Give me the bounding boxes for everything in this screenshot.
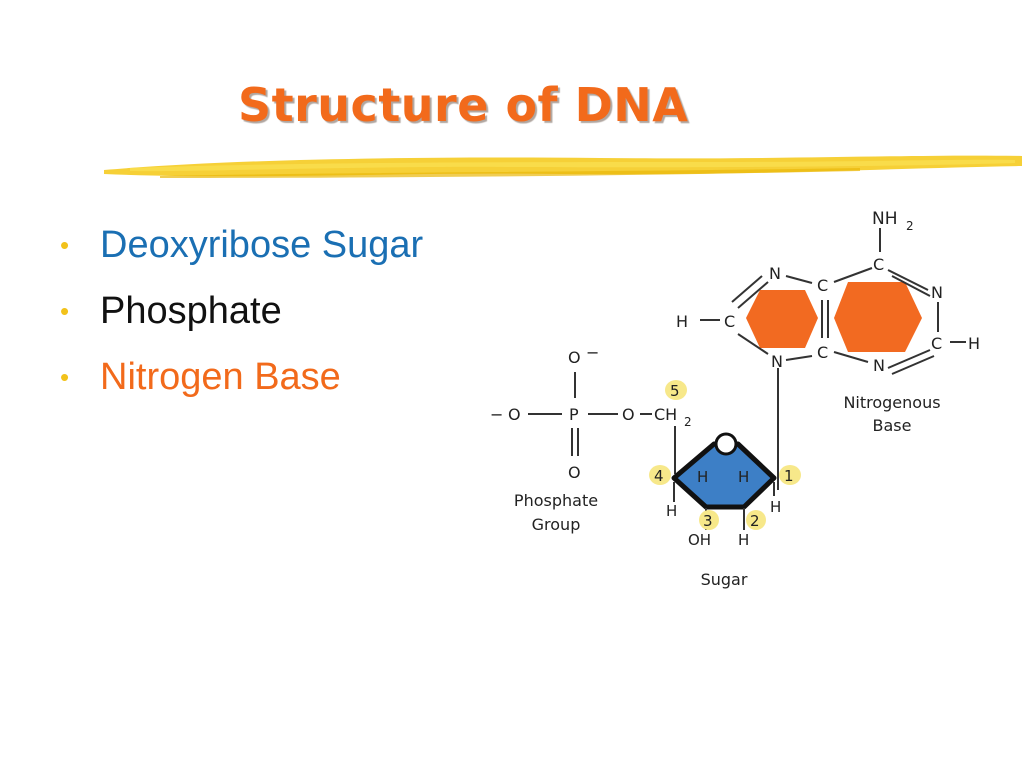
bullet-text: Deoxyribose Sugar (100, 224, 424, 266)
base-c-mid-top: C (817, 276, 828, 295)
base-label-line1: Nitrogenous (843, 393, 940, 412)
carbon-1-highlight (779, 465, 801, 485)
bullet-dot: • (60, 230, 70, 260)
phosphate-group: O − − O P O O CH 2 Phosphate Group (490, 343, 692, 534)
phosphate-label-line2: Group (532, 515, 581, 534)
bullet-text: Phosphate (100, 290, 282, 332)
carbon-1-number: 1 (784, 467, 794, 485)
sugar-h-c2: H (738, 531, 749, 549)
phosphate-o-top-charge: − (586, 343, 599, 362)
carbon-2-number: 2 (750, 512, 760, 530)
bullet-dot: • (60, 296, 70, 326)
base-c-mid-bottom: C (817, 343, 828, 362)
base-c-left: C (724, 312, 735, 331)
sugar-h-top-right: H (738, 468, 749, 486)
sugar-h-c1: H (770, 498, 781, 516)
sugar-label: Sugar (701, 570, 748, 589)
phosphate-o-left-charge: − (490, 405, 503, 424)
sugar-oh-c3: OH (688, 531, 711, 549)
bullet-list: • Deoxyribose Sugar • Phosphate • Nitrog… (60, 218, 423, 416)
title-underline-brush (104, 155, 1022, 178)
phosphate-ch2: CH (654, 405, 677, 424)
carbon-2-highlight (746, 510, 766, 530)
nitrogenous-base: NH 2 C N C N H C C H N C N Nitrogenous B… (676, 209, 980, 490)
slide-title: Structure of DNA (238, 78, 689, 132)
phosphate-o-top: O (568, 348, 581, 367)
phosphate-o-right: O (622, 405, 635, 424)
nucleotide-diagram: NH 2 C N C N H C C H N C N Nitrogenous B… (490, 209, 980, 589)
base-n-top-left: N (769, 264, 781, 283)
bullet-text: Nitrogen Base (100, 356, 341, 398)
base-ring-left (746, 290, 818, 348)
base-n-right: N (931, 283, 943, 302)
base-n-bottom-left: N (771, 352, 783, 371)
sugar-ring-oxygen (714, 432, 738, 456)
carbon-5-highlight (665, 380, 687, 400)
carbon-3-highlight (699, 510, 719, 530)
base-c-right: C (931, 334, 942, 353)
carbon-5-number: 5 (670, 382, 680, 400)
base-ring-right (834, 282, 922, 352)
base-c-top: C (873, 255, 884, 274)
base-nh2-sub: 2 (906, 219, 914, 233)
phosphate-label-line1: Phosphate (514, 491, 598, 510)
sugar-ring (671, 441, 777, 510)
base-h-right: H (968, 334, 980, 353)
phosphate-o-left: O (508, 405, 521, 424)
base-label-line2: Base (873, 416, 912, 435)
sugar-h-c4: H (666, 502, 677, 520)
base-h-left: H (676, 312, 688, 331)
carbon-3-number: 3 (703, 512, 713, 530)
base-nh2: NH (872, 209, 898, 229)
phosphate-ch2-sub: 2 (684, 415, 692, 429)
base-n-bottom-right: N (873, 356, 885, 375)
bullet-item-phosphate: • Phosphate (60, 284, 423, 350)
bullet-item-sugar: • Deoxyribose Sugar (60, 218, 423, 284)
carbon-4-highlight (649, 465, 671, 485)
carbon-4-number: 4 (654, 467, 664, 485)
bullet-item-nitrogen-base: • Nitrogen Base (60, 350, 423, 416)
bullet-dot: • (60, 362, 70, 392)
sugar-h-top-left: H (697, 468, 708, 486)
deoxyribose-sugar: 5 4 1 3 2 H H H H OH H Sugar (649, 380, 801, 589)
phosphate-o-bottom: O (568, 463, 581, 482)
phosphate-p: P (569, 405, 579, 424)
